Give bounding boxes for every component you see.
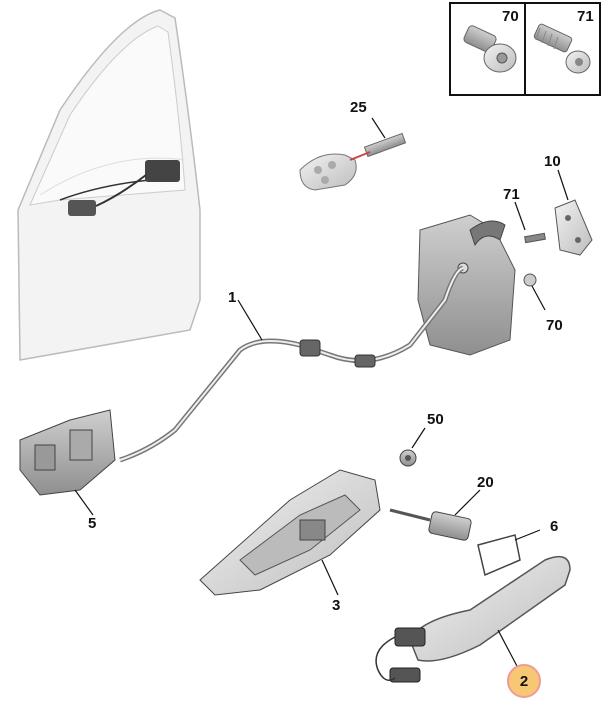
callout-71: 71	[503, 186, 520, 203]
callout-50: 50	[427, 411, 444, 428]
callout-10: 10	[544, 153, 561, 170]
inset-label-71: 71	[577, 8, 594, 25]
nut-part-50	[399, 427, 426, 467]
screw-70-icon	[463, 25, 517, 73]
callout-5: 5	[88, 515, 97, 532]
screw-71-part	[514, 201, 546, 244]
door-lock-mechanism	[417, 214, 537, 356]
screw-71-icon	[533, 23, 591, 74]
callout-25: 25	[350, 99, 367, 116]
callout-3: 3	[332, 597, 341, 614]
door-panel	[17, 9, 201, 361]
handle-bracket-part-5	[19, 409, 116, 516]
handle-carrier-part-3	[199, 469, 381, 596]
inset-label-70: 70	[502, 8, 519, 25]
lock-cylinder-part-20	[389, 489, 481, 541]
cable-part-1	[119, 265, 465, 463]
callout-1: 1	[228, 289, 237, 306]
gasket-part-6	[477, 529, 541, 577]
callout-6: 6	[550, 518, 559, 535]
key-fob-part-25	[299, 117, 407, 191]
callout-20: 20	[477, 474, 494, 491]
striker-part-10	[554, 169, 593, 256]
fastener-inset-box	[449, 2, 601, 96]
callout-70: 70	[546, 317, 563, 334]
callout-2-highlighted[interactable]: 2	[507, 664, 541, 698]
exterior-handle-part-2	[375, 555, 571, 683]
